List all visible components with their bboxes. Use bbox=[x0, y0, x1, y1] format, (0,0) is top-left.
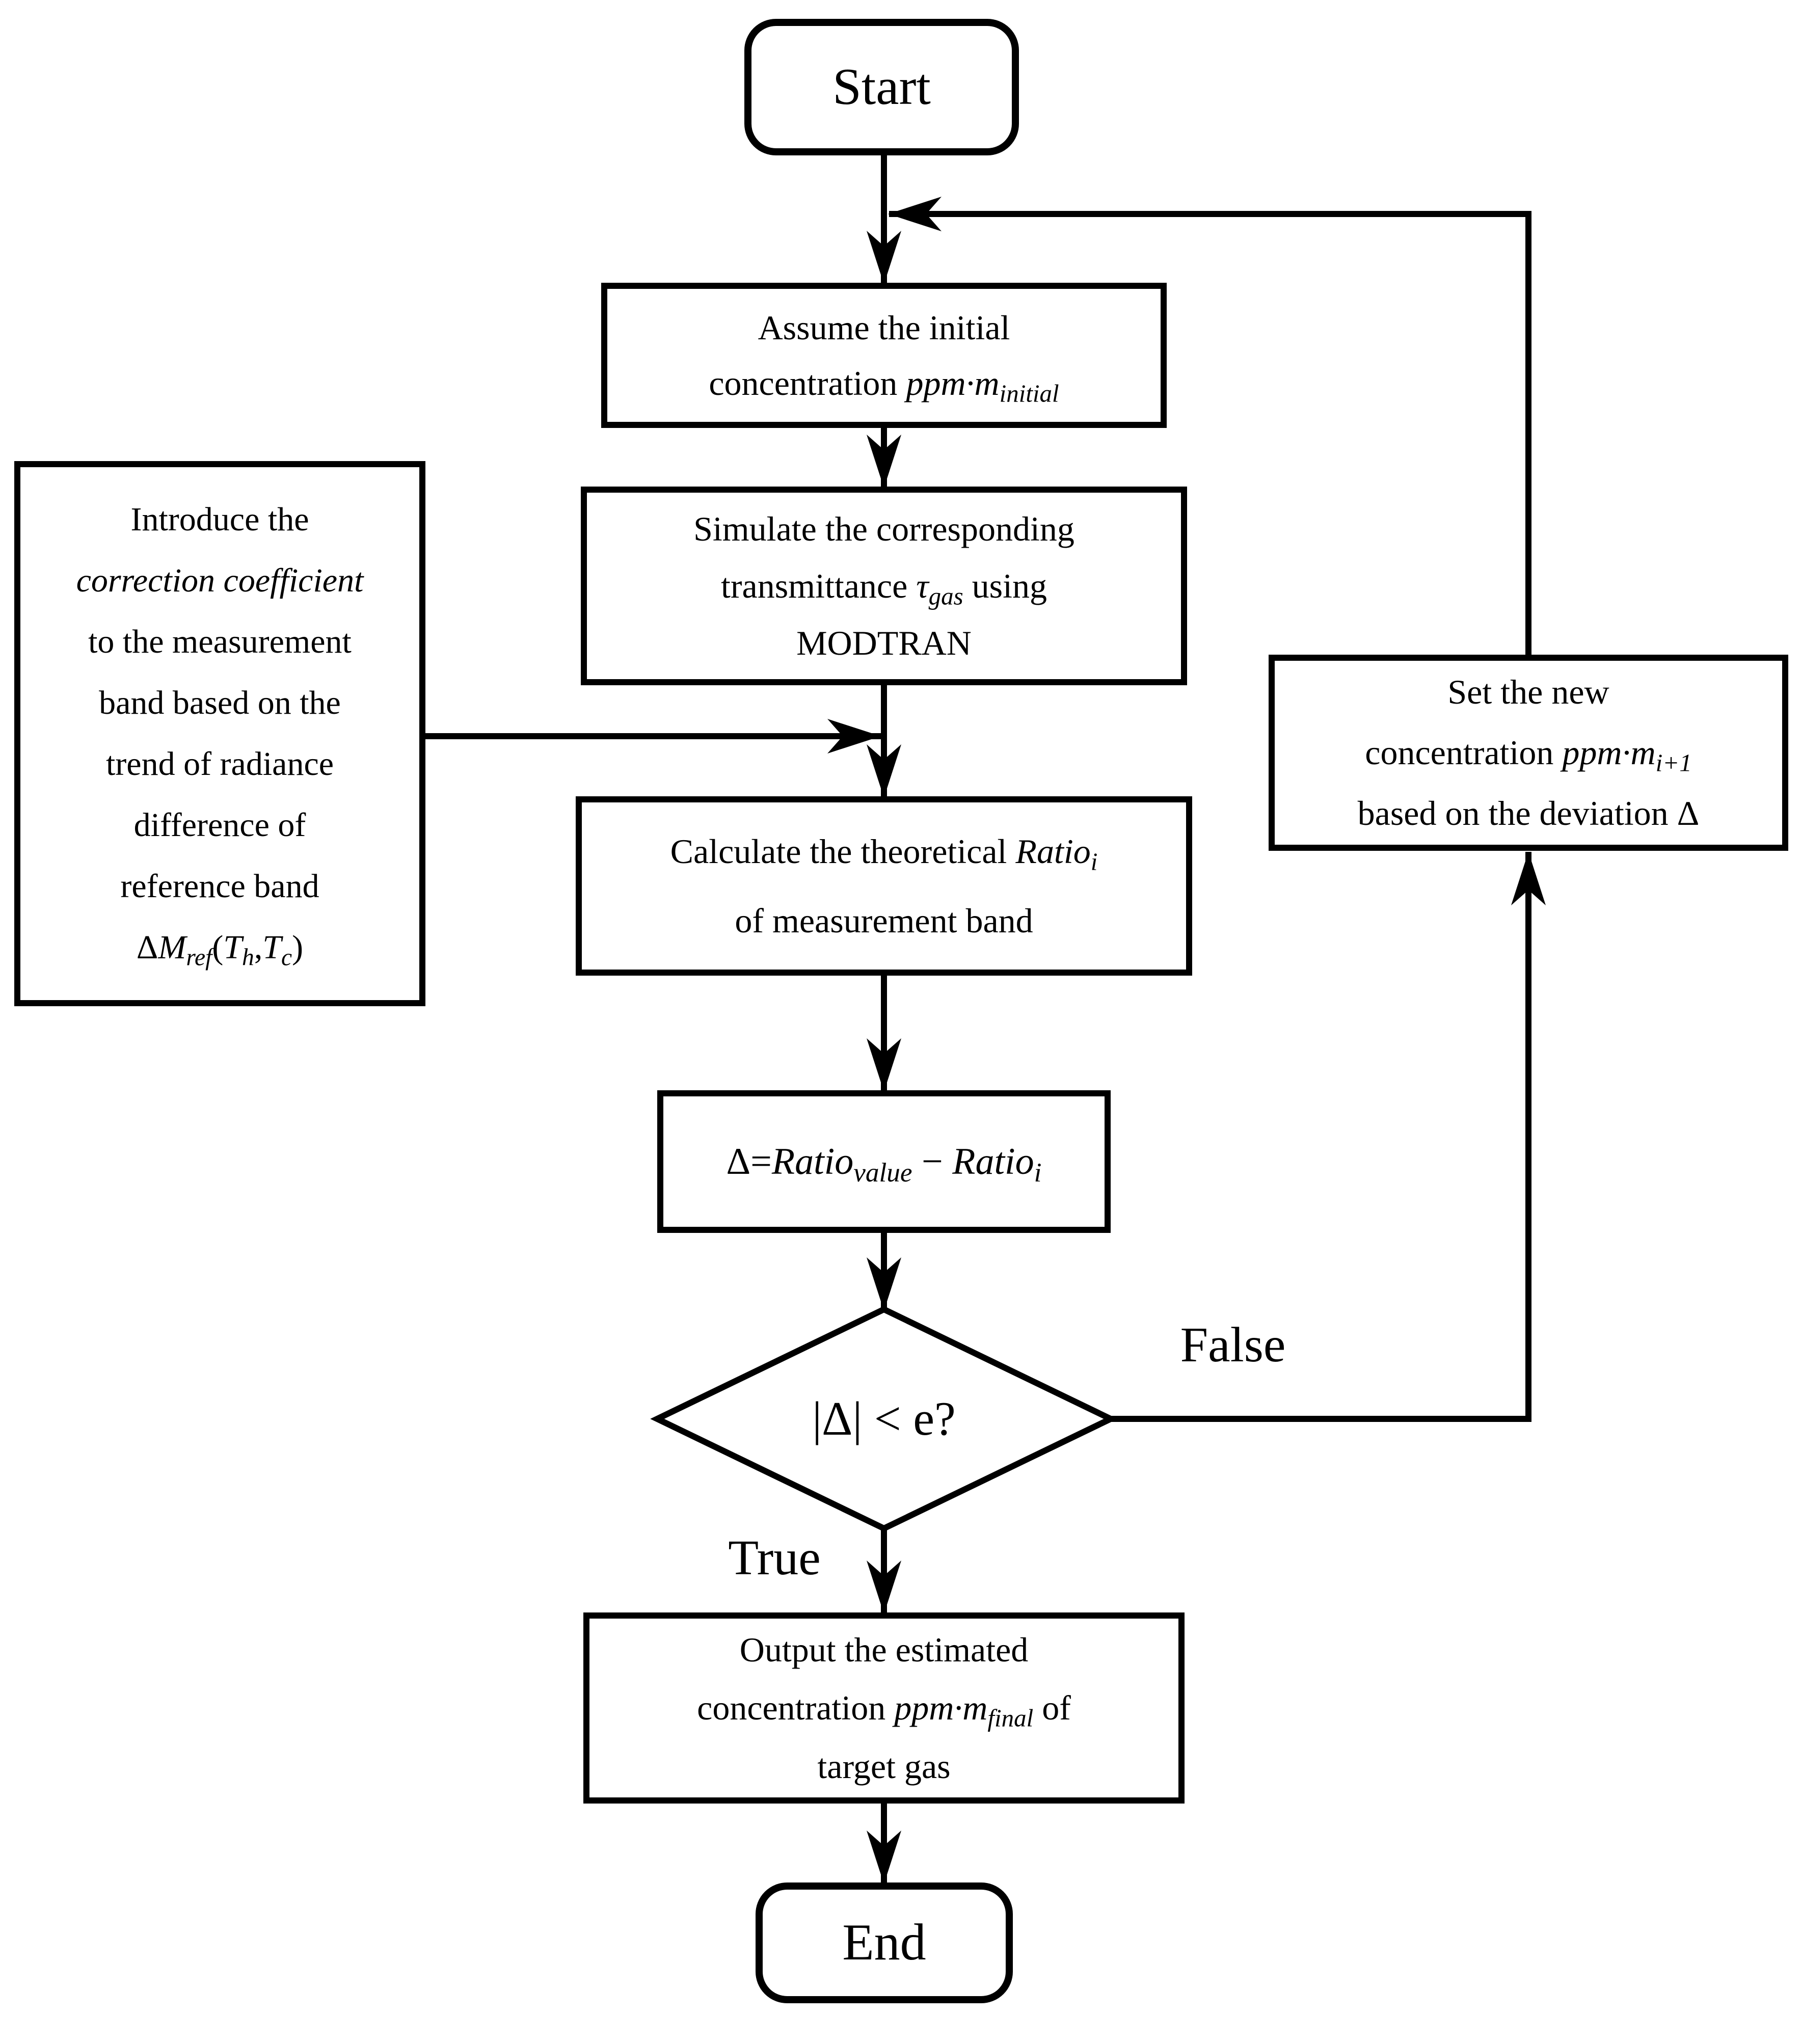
correction-line4: band based on the bbox=[99, 684, 341, 721]
output-line1: Output the estimated bbox=[739, 1630, 1029, 1670]
correction-line7: reference band bbox=[120, 868, 319, 905]
edge-false-branch bbox=[1111, 852, 1531, 1422]
simulate-step: Simulate the corresponding transmittance… bbox=[581, 487, 1187, 685]
arrowhead-feedback-junction bbox=[888, 197, 942, 231]
true-branch-label: True bbox=[728, 1530, 821, 1585]
correction-formula: ΔMref(Th,Tc) bbox=[136, 929, 304, 971]
calculate-step: Calculate the theoretical Ratioi of meas… bbox=[576, 796, 1192, 976]
decision-diamond-shape bbox=[650, 1306, 1118, 1532]
calculate-line1: Calculate the theoretical Ratioi bbox=[670, 832, 1098, 876]
simulate-line3: MODTRAN bbox=[796, 624, 972, 663]
arrowhead-into-delta bbox=[867, 1038, 901, 1092]
assume-line1: Assume the initial bbox=[758, 308, 1010, 347]
arrowhead-into-calculate bbox=[867, 744, 901, 798]
assume-line2: concentration ppm·minitial bbox=[709, 363, 1059, 408]
false-branch-label: False bbox=[1180, 1317, 1286, 1373]
simulate-line1: Simulate the corresponding bbox=[693, 509, 1074, 548]
arrowhead-into-set bbox=[1511, 852, 1546, 905]
output-step: Output the estimated concentration ppm·m… bbox=[583, 1612, 1185, 1804]
end-label: End bbox=[842, 1914, 926, 1972]
correction-line2: correction coefficient bbox=[76, 561, 364, 599]
arrowhead-into-assume bbox=[867, 231, 901, 284]
arrowhead-correction-join bbox=[827, 719, 881, 754]
correction-line1: Introduce the bbox=[130, 500, 309, 538]
calculate-line2: of measurement band bbox=[735, 901, 1033, 940]
simulate-line2: transmittance τgas using bbox=[720, 566, 1047, 610]
arrowhead-into-end bbox=[867, 1831, 901, 1884]
assume-step: Assume the initial concentration ppm·min… bbox=[601, 283, 1167, 428]
set-line2: concentration ppm·mi+1 bbox=[1365, 733, 1692, 777]
output-line2: concentration ppm·mfinal of bbox=[697, 1688, 1071, 1733]
set-line1: Set the new bbox=[1447, 673, 1609, 711]
correction-line5: trend of radiance bbox=[105, 745, 334, 783]
start-label: Start bbox=[832, 58, 931, 116]
correction-line3: to the measurement bbox=[88, 623, 352, 660]
end-node: End bbox=[756, 1882, 1013, 2003]
decision-label: |Δ| < e? bbox=[812, 1392, 956, 1445]
arrowhead-into-simulate bbox=[867, 435, 901, 488]
correction-line6: difference of bbox=[133, 806, 306, 844]
arrowhead-into-decision bbox=[867, 1257, 901, 1311]
edge-feedback-top bbox=[889, 211, 1531, 655]
set-new-concentration-step: Set the new concentration ppm·mi+1 based… bbox=[1269, 655, 1788, 851]
correction-note: Introduce the correction coefficient to … bbox=[14, 461, 425, 1006]
output-line3: target gas bbox=[817, 1746, 951, 1786]
start-node: Start bbox=[744, 19, 1019, 155]
set-line3: based on the deviation Δ bbox=[1357, 794, 1700, 832]
arrowhead-into-output bbox=[867, 1561, 901, 1614]
delta-formula-step: Δ=Ratiovalue − Ratioi bbox=[657, 1090, 1111, 1233]
delta-formula: Δ=Ratiovalue − Ratioi bbox=[726, 1140, 1042, 1188]
